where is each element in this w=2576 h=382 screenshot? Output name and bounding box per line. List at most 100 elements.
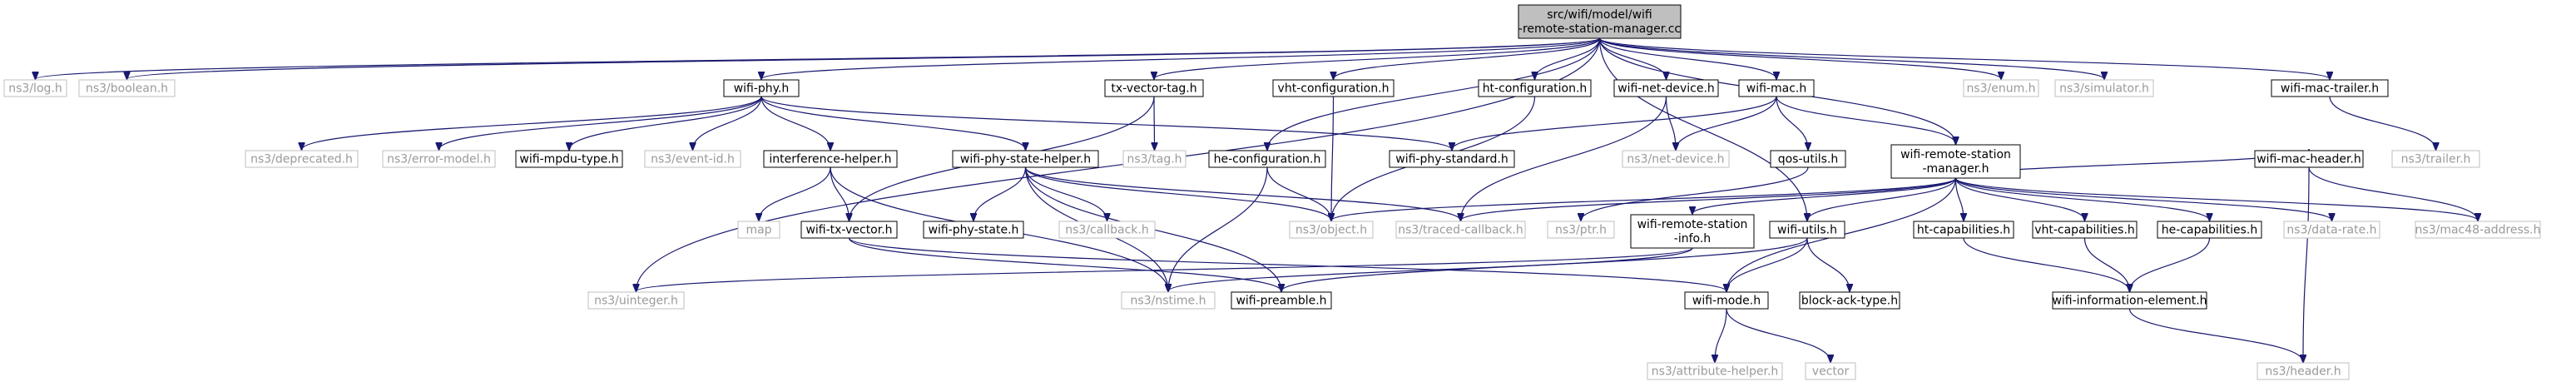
node-mac48-box [2415,221,2541,239]
edge-wifiutils-to-wifimode [1726,237,1808,291]
node-netdevice[interactable]: ns3/net-device.h [1622,150,1730,168]
edge-root-to-simulator [1598,37,2105,79]
edge-wifiutils-to-preamble [1281,237,1808,291]
node-htconf[interactable]: ht-configuration.h [1478,79,1592,97]
edge-wifiphy-to-errormodel [439,96,762,150]
node-txvectortag-box [1104,79,1204,97]
node-wifimactrailer[interactable]: wifi-mac-trailer.h [2271,79,2389,97]
edge-wifimac-to-phystandard [1452,96,1777,150]
node-attrhelper-label-0: ns3/attribute-helper.h [1652,365,1779,379]
node-nstime[interactable]: ns3/nstime.h [1121,291,1216,310]
node-trailer[interactable]: ns3/trailer.h [2391,150,2480,168]
node-simulator-label-0: ns3/simulator.h [2059,82,2149,96]
node-tag-label-0: ns3/tag.h [1127,153,1181,166]
node-heconf[interactable]: he-configuration.h [1208,150,1326,168]
edge-hecap-to-infoelement [2130,237,2211,291]
node-deprecated-box [245,150,359,168]
node-attrhelper-box [1647,362,1783,380]
node-preamble[interactable]: wifi-preamble.h [1231,291,1332,310]
edge-rsinfo-to-uinteger [637,247,1693,291]
node-txvectortag[interactable]: tx-vector-tag.h [1104,79,1204,97]
node-log[interactable]: ns3/log.h [3,79,67,97]
node-wifiutils[interactable]: wifi-utils.h [1769,221,1845,239]
edge-heconf-to-nstime [1168,166,1268,291]
node-eventid-label-0: ns3/event-id.h [651,153,735,166]
node-rsinfo[interactable]: wifi-remote-station-info.h [1630,214,1755,249]
edge-root-to-boolean [127,37,1601,79]
node-wifimode[interactable]: wifi-mode.h [1684,291,1769,310]
node-phystatehelper[interactable]: wifi-phy-state-helper.h [952,150,1099,168]
node-enum[interactable]: ns3/enum.h [1963,79,2039,97]
node-wifimacheader[interactable]: wifi-mac-header.h [2254,150,2364,168]
node-phystate-label-0: wifi-phy-state.h [929,224,1019,237]
node-vector-label-0: vector [1812,365,1850,379]
edge-root-to-heconf [1267,37,1601,150]
node-tag[interactable]: ns3/tag.h [1122,150,1186,168]
node-htcap[interactable]: ht-capabilities.h [1913,221,2014,239]
node-ptr[interactable]: ns3/ptr.h [1547,221,1615,239]
node-rsm[interactable]: wifi-remote-station-manager.h [1890,144,2021,179]
node-root[interactable]: src/wifi/model/wifi-remote-station-manag… [1518,4,1682,39]
node-header[interactable]: ns3/header.h [2256,362,2350,380]
node-mpdutype-box [515,150,623,168]
node-vhtconf[interactable]: vht-configuration.h [1272,79,1395,97]
node-wifinetdev[interactable]: wifi-net-device.h [1613,79,1719,97]
node-vhtcap-label-0: vht-capabilities.h [2034,224,2135,237]
node-datarate[interactable]: ns3/data-rate.h [2283,221,2380,239]
node-callback[interactable]: ns3/callback.h [1058,221,1156,239]
node-errormodel[interactable]: ns3/error-model.h [382,150,496,168]
node-heconf-box [1208,150,1326,168]
node-deprecated[interactable]: ns3/deprecated.h [245,150,359,168]
node-txvector[interactable]: wifi-tx-vector.h [800,221,898,239]
node-interference[interactable]: interference-helper.h [763,150,898,168]
edge-wifimode-to-attrhelper [1715,308,1727,362]
node-preamble-label-0: wifi-preamble.h [1236,295,1326,308]
node-tracedcallback[interactable]: ns3/traced-callback.h [1395,221,1526,239]
edge-wifinetdev-to-netdevice [1665,96,1677,150]
node-phystate[interactable]: wifi-phy-state.h [923,221,1024,239]
node-blockack[interactable]: block-ack-type.h [1799,291,1900,310]
edge-wifimac-to-netdevice [1676,96,1777,150]
node-wifimac[interactable]: wifi-mac.h [1738,79,1815,97]
node-vhtcap-box [2032,221,2138,239]
node-preamble-box [1231,291,1332,310]
node-boolean[interactable]: ns3/boolean.h [78,79,176,97]
edge-rsm-to-tracedcallback [1461,177,1957,221]
node-object-box [1289,221,1374,239]
node-map[interactable]: map [737,221,780,239]
node-phystandard[interactable]: wifi-phy-standard.h [1389,150,1515,168]
node-eventid-box [644,150,741,168]
edge-wifiphy-to-deprecated [302,96,762,150]
node-vhtcap[interactable]: vht-capabilities.h [2032,221,2138,239]
node-wifiutils-box [1769,221,1845,239]
node-object[interactable]: ns3/object.h [1289,221,1374,239]
edge-rsm-to-mac48 [1954,177,2479,221]
node-uinteger-box [587,291,685,310]
node-htcap-label-0: ht-capabilities.h [1917,224,2010,237]
edge-root-to-htconf [1535,37,1601,79]
edge-infoelement-to-header [2128,308,2304,362]
node-datarate-box [2283,221,2380,239]
edge-interference-to-map [759,166,831,221]
node-mpdutype[interactable]: wifi-mpdu-type.h [515,150,623,168]
node-uinteger[interactable]: ns3/uinteger.h [587,291,685,310]
node-wifiphy[interactable]: wifi-phy.h [723,79,800,97]
node-wifiphy-label-0: wifi-phy.h [734,82,790,96]
node-attrhelper[interactable]: ns3/attribute-helper.h [1647,362,1783,380]
edge-rsm-to-vhtcap [1954,177,2085,221]
node-infoelement[interactable]: wifi-information-element.h [2052,291,2207,310]
node-simulator[interactable]: ns3/simulator.h [2054,79,2154,97]
node-qosutils[interactable]: qos-utils.h [1770,150,1846,168]
node-wifinetdev-box [1613,79,1719,97]
edge-wifimacheader-to-header [2303,166,2310,362]
node-vector[interactable]: vector [1805,362,1856,380]
node-hecap[interactable]: he-capabilities.h [2157,221,2262,239]
node-deprecated-label-0: ns3/deprecated.h [250,153,353,166]
node-htconf-box [1478,79,1592,97]
node-mac48[interactable]: ns3/mac48-address.h [2415,221,2541,239]
node-nstime-label-0: ns3/nstime.h [1131,295,1206,308]
edge-phystatehelper-to-object [1024,166,1332,221]
node-eventid[interactable]: ns3/event-id.h [644,150,741,168]
node-map-label-0: map [746,224,771,237]
edge-htcap-to-infoelement [1963,237,2130,291]
